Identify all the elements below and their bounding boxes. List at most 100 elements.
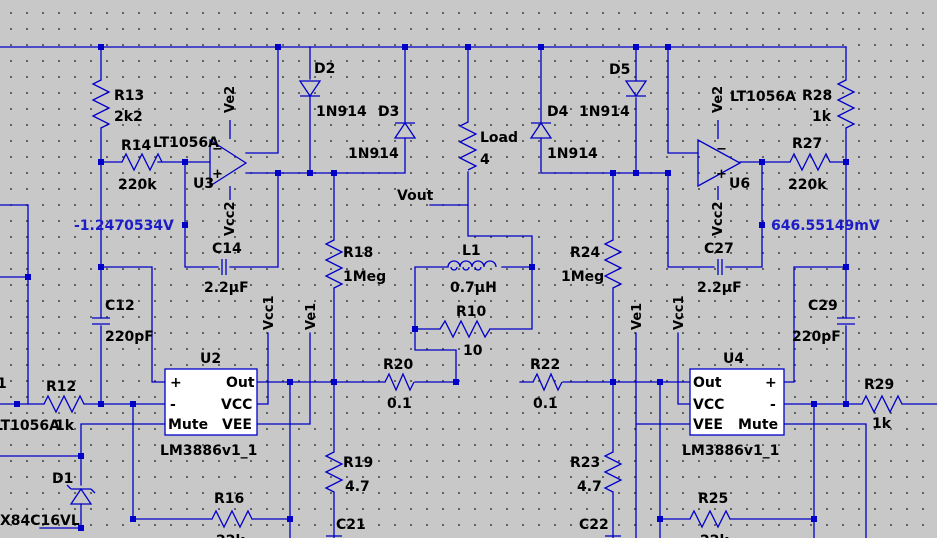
r18-name: R18 — [343, 245, 373, 261]
resistor-r29[interactable] — [861, 394, 903, 414]
resistor-r13[interactable] — [91, 79, 111, 129]
resistor-r18[interactable] — [324, 239, 344, 289]
r12-value: 1k — [55, 418, 75, 434]
r20-value: 0.1 — [387, 396, 412, 412]
u2-pin-vcc: VCC — [221, 397, 252, 413]
r27-name: R27 — [792, 136, 822, 152]
capacitor-c29[interactable] — [837, 317, 855, 325]
resistor-r16[interactable] — [211, 509, 253, 529]
r28-name: R28 — [802, 88, 832, 104]
u2-name: U2 — [200, 351, 221, 367]
r13-value: 2k2 — [114, 109, 143, 125]
wires — [0, 46, 937, 538]
diode-d5[interactable] — [624, 80, 648, 98]
c14-name: C14 — [212, 241, 242, 257]
r19-name: R19 — [343, 455, 373, 471]
opamp-u6[interactable]: − + — [697, 120, 742, 200]
u2-pin-minus: - — [170, 397, 176, 413]
probe-left[interactable]: -1.2470534V — [74, 218, 174, 234]
r16-value: 22k — [216, 533, 245, 538]
resistor-r19[interactable] — [324, 451, 344, 493]
opamp-u3[interactable]: − + — [209, 120, 248, 200]
labels: R13 2k2 R14 220k LT1056A U3 Ve2 Vcc2 C14… — [0, 61, 894, 538]
resistor-r10[interactable] — [439, 319, 491, 339]
resistor-load[interactable] — [458, 121, 478, 171]
l1-value: 0.7µH — [450, 280, 497, 296]
resistor-r27[interactable] — [789, 152, 831, 172]
r28-value: 1k — [812, 109, 832, 125]
u6-vcc2: Vcc2 — [711, 201, 726, 236]
c14-value: 2.2µF — [204, 280, 249, 296]
resistor-r12[interactable] — [43, 394, 85, 414]
l1-name: L1 — [462, 243, 481, 259]
u6-ve2: Ve2 — [711, 86, 726, 113]
amplifier-u4[interactable] — [689, 368, 785, 436]
r22-name: R22 — [530, 357, 560, 373]
u2-pin-mute: Mute — [168, 417, 208, 433]
r16-name: R16 — [214, 491, 244, 507]
probe-right[interactable]: 646.55149mV — [771, 218, 880, 234]
load-name: Load — [480, 130, 518, 146]
diode-d1[interactable] — [66, 484, 96, 505]
net-vcc1-left: Vcc1 — [262, 295, 277, 330]
c12-value: 220pF — [105, 329, 154, 345]
r29-value: 1k — [872, 416, 892, 432]
u6-plus-sign: + — [716, 167, 727, 182]
c21-name: C21 — [336, 517, 366, 533]
inductor-l1[interactable] — [447, 260, 497, 271]
diode-d4[interactable] — [529, 121, 553, 139]
r10-value: 10 — [463, 343, 483, 359]
r24-name: R24 — [570, 245, 601, 261]
amplifier-u2[interactable] — [164, 368, 258, 436]
net-vcc1-right: Vcc1 — [672, 295, 687, 330]
resistor-r23[interactable] — [603, 451, 623, 493]
resistor-r24[interactable] — [603, 239, 623, 289]
u4-pin-vcc: VCC — [693, 397, 724, 413]
d5-name: D5 — [609, 62, 630, 78]
u6-minus-sign: − — [716, 142, 727, 157]
r22-value: 0.1 — [533, 396, 558, 412]
r23-name: R23 — [570, 455, 600, 471]
resistor-r22[interactable] — [532, 372, 563, 392]
u4-model: LM3886v1_1 — [682, 443, 779, 459]
u6-name: U6 — [729, 176, 750, 192]
c27-value: 2.2µF — [697, 280, 742, 296]
d1-model: X84C16VL — [0, 513, 80, 529]
r23-value: 4.7 — [577, 479, 602, 495]
d1-name: D1 — [52, 471, 73, 487]
resistor-r25[interactable] — [689, 509, 731, 529]
diode-d3[interactable] — [393, 121, 417, 139]
u4-pin-plus: + — [765, 375, 777, 391]
u3-model: LT1056A — [153, 135, 219, 151]
u2-pin-vee: VEE — [222, 417, 252, 433]
u6-model: LT1056A — [730, 89, 796, 105]
probe-left-voltage: -1.2470534V — [74, 218, 174, 234]
capacitor-c27[interactable] — [717, 259, 723, 275]
u1-model-fragment: LT1056A — [0, 418, 60, 434]
resistor-r14[interactable] — [121, 152, 163, 172]
net-ve1-right: Ve1 — [630, 303, 645, 330]
resistor-r28[interactable] — [836, 79, 856, 129]
resistor-r20[interactable] — [384, 372, 415, 392]
r13-name: R13 — [114, 88, 144, 104]
capacitor-c14[interactable] — [221, 259, 227, 275]
d3-name: D3 — [378, 104, 399, 120]
u1-label-fragment: 1 — [0, 376, 7, 392]
r25-name: R25 — [698, 491, 728, 507]
r12-name: R12 — [46, 379, 76, 395]
probe-right-voltage: 646.55149mV — [771, 218, 880, 234]
diode-d2[interactable] — [298, 80, 322, 98]
r10-name: R10 — [456, 304, 487, 320]
c22-name: C22 — [579, 517, 609, 533]
r18-value: 1Meg — [343, 269, 386, 285]
u3-name: U3 — [193, 176, 214, 192]
r27-value: 220k — [788, 177, 827, 193]
load-value: 4 — [480, 152, 490, 168]
u4-pin-minus: - — [770, 397, 776, 413]
c29-name: C29 — [808, 298, 838, 314]
d2-model: 1N914 — [316, 104, 367, 120]
r14-name: R14 — [121, 138, 152, 154]
capacitor-c12[interactable] — [92, 317, 110, 325]
